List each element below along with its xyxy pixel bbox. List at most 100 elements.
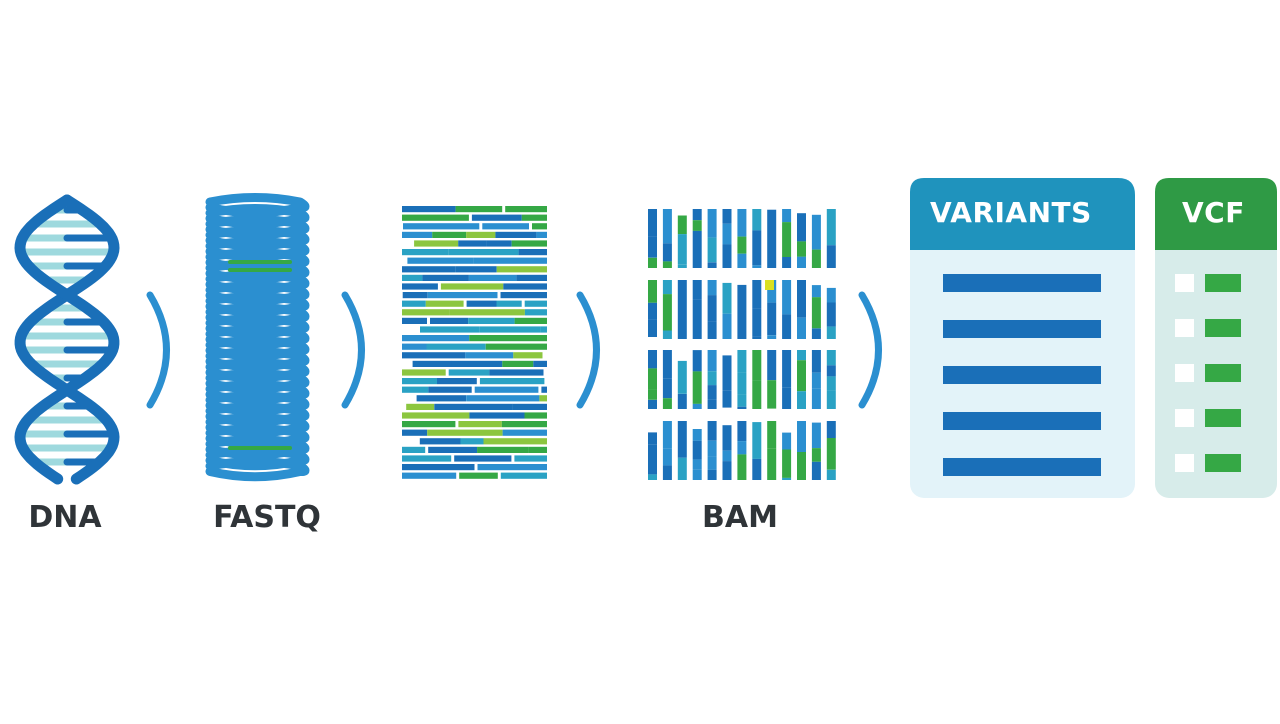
bam-cell (722, 223, 732, 245)
chevron-right-icon (341, 291, 365, 409)
read-segment (406, 403, 435, 410)
read-segment (402, 369, 446, 376)
bam-cell (707, 400, 717, 409)
vcf-row (1205, 319, 1241, 337)
read-segment (483, 438, 547, 445)
read-segment (455, 206, 503, 213)
read-segment (466, 231, 496, 238)
read-segment (528, 446, 547, 453)
bam-cell (811, 350, 821, 373)
read-segment (524, 309, 547, 316)
bam-cell (692, 429, 702, 441)
bam-cell (826, 438, 836, 470)
bam-cell (797, 360, 806, 392)
bam-cell (722, 355, 732, 391)
bam-cell (707, 350, 717, 372)
read-segment (533, 360, 547, 367)
read-segment (402, 249, 449, 256)
read-segment (474, 386, 539, 393)
variants-panel (910, 178, 1135, 498)
read-segment (402, 283, 438, 290)
read-segment (495, 231, 537, 238)
bam-cell (782, 280, 792, 315)
read-segment (427, 429, 503, 436)
read-segment (402, 352, 466, 359)
bam-cell (767, 302, 777, 336)
read-segment (428, 386, 472, 393)
bam-cell (782, 477, 792, 480)
bam-cell (692, 209, 702, 221)
bam-cell (752, 458, 762, 480)
bam-cell (662, 421, 672, 449)
chevron-right-icon (146, 291, 170, 409)
checkbox-icon (1175, 409, 1194, 427)
bam-cell (826, 421, 836, 438)
bam-cell (648, 350, 657, 369)
bam-cell (722, 313, 732, 339)
bam-cell (692, 459, 702, 470)
read-segment (455, 266, 497, 273)
bam-cell (811, 388, 821, 409)
bam-cell (797, 213, 806, 227)
read-segment (402, 412, 470, 419)
bam-cell (707, 456, 717, 470)
bam-cell (782, 449, 792, 478)
bam-cell (797, 421, 806, 452)
read-segment (518, 249, 547, 256)
bam-cell (752, 265, 762, 268)
checkbox-icon (1175, 319, 1194, 337)
bam-cell (662, 261, 672, 268)
bam-cell (662, 280, 672, 295)
vcf-panel-header (1155, 178, 1277, 250)
bam-cell (737, 406, 747, 409)
bam-cell (677, 215, 687, 235)
bam-cell (767, 448, 777, 480)
read-segment (458, 421, 502, 428)
read-segment (524, 412, 547, 419)
bam-cell (648, 302, 657, 320)
read-segment (402, 292, 428, 299)
vcf-row (1205, 454, 1241, 472)
read-segment (422, 274, 469, 281)
bam-cell (811, 461, 821, 480)
read-segment (541, 386, 547, 393)
read-segment (489, 369, 544, 376)
bam-cell (767, 243, 777, 268)
bam-cell (767, 280, 777, 303)
dna-strand (14, 194, 120, 485)
bam-cell (648, 399, 657, 409)
bam-cell (737, 209, 747, 237)
variants-row (943, 458, 1101, 476)
dna-helix-icon (14, 194, 120, 485)
bam-cell (782, 314, 792, 339)
bam-cell (752, 422, 762, 459)
read-segment (416, 395, 467, 402)
read-segment (511, 240, 547, 247)
bam-cell (737, 253, 747, 268)
bam-cell (722, 450, 732, 462)
fastq-label: FASTQ (213, 500, 321, 535)
bam-cell (722, 461, 732, 480)
read-segment (479, 378, 545, 385)
bam-cell (737, 394, 747, 407)
variants-row (943, 412, 1101, 430)
read-segment (419, 438, 461, 445)
read-segment (454, 455, 512, 462)
bam-cell (811, 297, 821, 329)
read-segment (427, 292, 498, 299)
bam-cell (797, 452, 806, 480)
checkbox-icon (1175, 274, 1194, 292)
read-segment (420, 326, 480, 333)
bam-cell (752, 230, 762, 266)
read-segment (402, 386, 429, 393)
bam-cell (692, 280, 702, 300)
bam-cell (811, 328, 821, 339)
read-segment (434, 403, 513, 410)
bam-cell (826, 390, 836, 409)
bam-cell (811, 422, 821, 448)
read-segment (402, 231, 433, 238)
bam-cell (648, 368, 657, 390)
bam-cell (767, 380, 777, 409)
bam-cell (737, 319, 747, 339)
